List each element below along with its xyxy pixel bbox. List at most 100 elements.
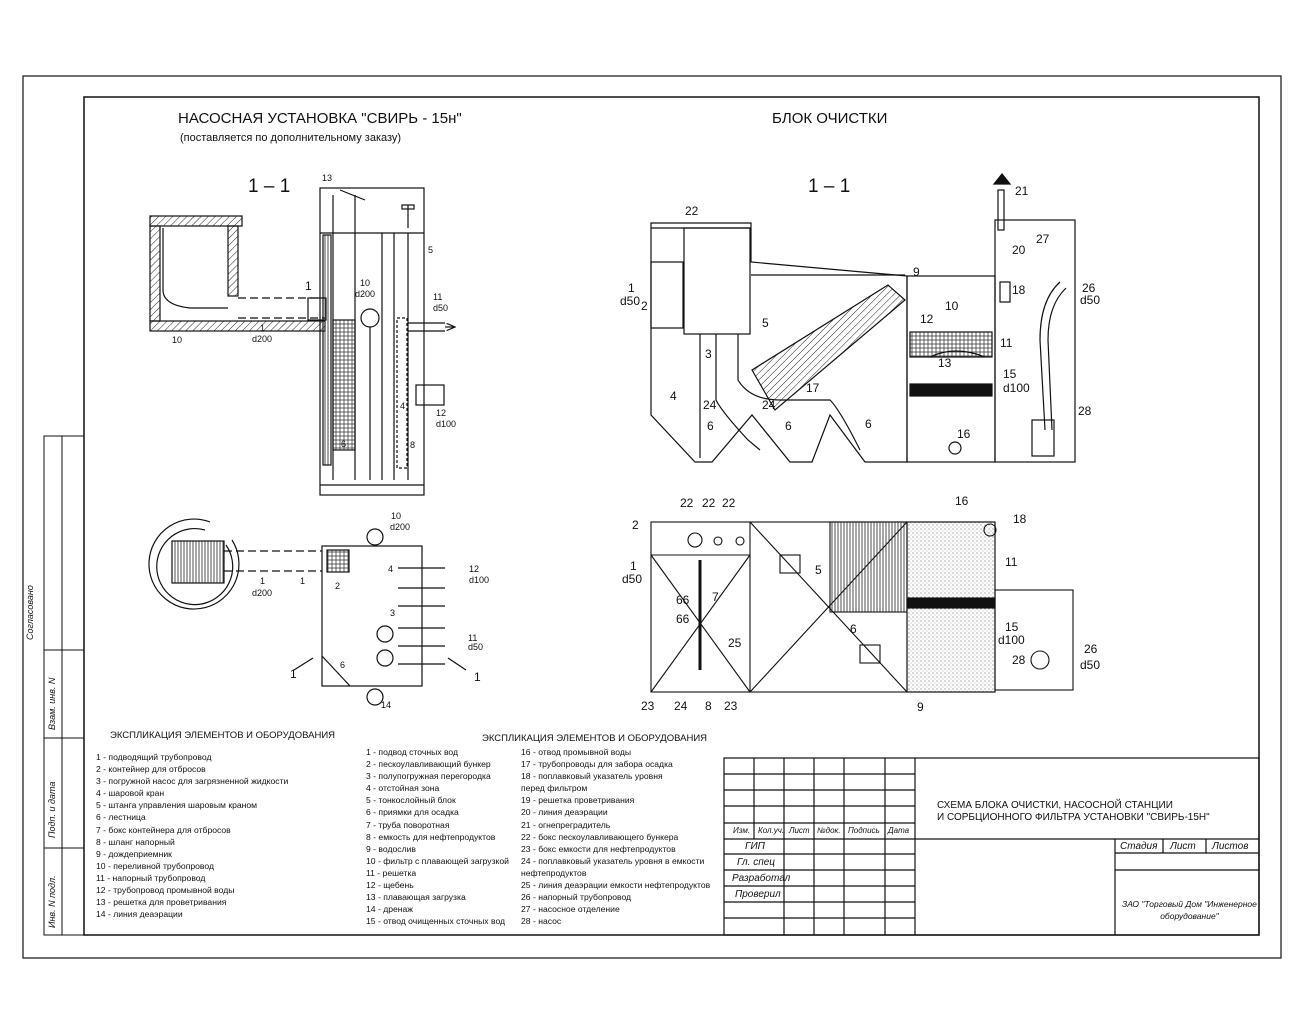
side-label-podp: Подп. и дата xyxy=(47,781,57,838)
legend-item: 2 - пескоулавливающий бункер xyxy=(366,759,491,770)
right-legend-title: ЭКСПЛИКАЦИЯ ЭЛЕМЕНТОВ И ОБОРУДОВАНИЯ xyxy=(482,733,708,744)
callout-r-d50: d50 xyxy=(1080,293,1100,307)
callout-left-d50: d50 xyxy=(433,303,448,313)
callout-r-16: 16 xyxy=(957,427,971,441)
callout-left-d200-b: d200 xyxy=(355,289,375,299)
callout-r-d50c: d50 xyxy=(622,572,642,586)
callout-r-15b: 15 xyxy=(1005,620,1019,634)
callout-r-25: 25 xyxy=(728,636,742,650)
legend-item: 6 - приямки для осадка xyxy=(366,807,459,818)
callout-r-11b: 11 xyxy=(1005,555,1018,569)
legend-item: 13 - решетка для проветривания xyxy=(96,897,227,908)
callout-r-d50b: d50 xyxy=(620,294,640,308)
callout-left-12b: 12 xyxy=(469,564,479,574)
legend-item: 25 - линия деаэрации емкости нефтепродук… xyxy=(521,880,711,891)
callout-left-d200-c: d200 xyxy=(390,522,410,532)
section-label-left: 1 – 1 xyxy=(248,176,291,197)
callout-left-1b: 1 xyxy=(260,323,265,333)
stamp-stage: Стадия xyxy=(1120,841,1158,852)
legend-item: 20 - линия деаэрации xyxy=(521,807,608,818)
legend-item: 18 - поплавковый указатель уровня xyxy=(521,771,663,782)
side-stamp xyxy=(43,435,85,936)
legend-item: 7 - бокс контейнера для отбросов xyxy=(96,824,231,835)
callout-r-5: 5 xyxy=(762,316,769,330)
callout-r-28b: 28 xyxy=(1012,653,1026,667)
title-block xyxy=(723,757,1260,936)
callout-r-23b: 23 xyxy=(724,699,738,713)
right-title: БЛОК ОЧИСТКИ xyxy=(772,110,888,127)
side-label-soglasovano: Согласовано xyxy=(25,585,35,640)
legend-item: 11 - решетка xyxy=(366,867,417,878)
callout-r-26b: 26 xyxy=(1084,642,1098,656)
callout-r-22d: 22 xyxy=(722,496,736,510)
callout-left-4: 4 xyxy=(400,401,405,411)
legend-item: 28 - насос xyxy=(521,916,562,927)
legend-item: 6 - лестница xyxy=(96,812,146,823)
callout-r-d100: d100 xyxy=(1003,381,1030,395)
callout-r-4: 4 xyxy=(670,389,677,403)
callout-left-5: 5 xyxy=(428,245,433,255)
side-label-inv: Инв. N подл. xyxy=(47,875,57,928)
legend-item: 17 - трубопроводы для забора осадка xyxy=(521,759,673,770)
callout-r-15: 15 xyxy=(1003,367,1017,381)
legend-item: 24 - поплавковый указатель уровня в емко… xyxy=(521,855,705,866)
legend-item: 16 - отвод промывной воды xyxy=(521,747,632,757)
callout-r-22: 22 xyxy=(685,204,699,218)
stamp-row-prov: Проверил xyxy=(735,889,781,900)
callout-left-6b: 6 xyxy=(340,660,345,670)
callout-r-24a: 24 xyxy=(703,398,717,412)
section-label-right: 1 – 1 xyxy=(808,176,851,197)
stamp-row-razrab: Разработал xyxy=(732,873,791,884)
callout-r-22b: 22 xyxy=(680,496,694,510)
callout-left-3: 3 xyxy=(390,608,395,618)
legend-item: 27 - насосное отделение xyxy=(521,904,620,915)
stamp-row-gip: ГИП xyxy=(745,841,765,852)
callout-r-6c: 6 xyxy=(865,417,872,431)
callout-left-d100b: d100 xyxy=(469,575,489,585)
callout-r-7: 7 xyxy=(712,590,719,604)
callout-r-12: 12 xyxy=(920,312,934,326)
legend-item: 9 - дождеприемник xyxy=(96,848,172,859)
callout-left-10b: 10 xyxy=(360,278,370,288)
callout-r-9: 9 xyxy=(913,265,920,279)
callout-r-8: 8 xyxy=(705,699,712,713)
treatment-section-right xyxy=(650,173,1076,463)
callout-left-d50b: d50 xyxy=(468,642,483,652)
legend-item: 12 - щебень xyxy=(366,880,414,891)
callout-r-21: 21 xyxy=(1015,184,1029,198)
side-label-vzam: Взам. инв. N xyxy=(47,677,57,730)
legend-item: 10 - переливной трубопровод xyxy=(96,860,214,871)
legend-item: 4 - отстойная зона xyxy=(366,783,440,794)
callout-left-1: 1 xyxy=(305,279,312,293)
callout-r-11: 11 xyxy=(1000,336,1013,350)
legend-item: 19 - решетка проветривания xyxy=(521,795,635,806)
stamp-col-list: Лист xyxy=(789,826,810,835)
callout-r-20: 20 xyxy=(1012,243,1026,257)
callout-r-18b: 18 xyxy=(1013,512,1027,526)
left-legend-title: ЭКСПЛИКАЦИЯ ЭЛЕМЕНТОВ И ОБОРУДОВАНИЯ xyxy=(110,730,336,741)
legend-item: 23 - бокс емкости для нефтепродуктов xyxy=(521,843,676,854)
stamp-title: СХЕМА БЛОКА ОЧИСТКИ, НАСОСНОЙ СТАНЦИИ И … xyxy=(937,800,1210,823)
legend-item: 14 - дренаж xyxy=(366,904,414,915)
callout-left-d200-d: d200 xyxy=(252,588,272,598)
stamp-col-izm: Изм. xyxy=(733,826,751,835)
legend-item: 7 - труба поворотная xyxy=(366,819,450,830)
callout-r-13: 13 xyxy=(938,356,952,370)
legend-item: 8 - емкость для нефтепродуктов xyxy=(366,831,496,842)
legend-item: 5 - тонкослойный блок xyxy=(366,795,456,806)
legend-item: 3 - полупогружная перегородка xyxy=(366,771,491,782)
legend-item: 11 - напорный трубопровод xyxy=(96,872,206,883)
right-legend-col-a: 1 - подвод сточных вод 2 - пескоулавлива… xyxy=(366,746,509,927)
callout-left-14: 14 xyxy=(381,700,391,710)
callout-r-66a: 66 xyxy=(676,593,690,607)
callout-left-10c: 10 xyxy=(391,511,401,521)
left-legend: 1 - подводящий трубопровод 2 - контейнер… xyxy=(96,751,288,920)
treatment-plan-right xyxy=(650,521,1074,693)
legend-item: нефтепродуктов xyxy=(521,867,587,878)
callouts-right: 22 21 20 27 9 10 18 26 d50 1 d50 2 5 12 … xyxy=(620,184,1100,714)
callout-r-66b: 66 xyxy=(676,612,690,626)
callout-left-sec-a: 1 xyxy=(290,667,297,681)
callout-left-1c: 1 xyxy=(300,576,305,586)
callout-r-28: 28 xyxy=(1078,404,1092,418)
